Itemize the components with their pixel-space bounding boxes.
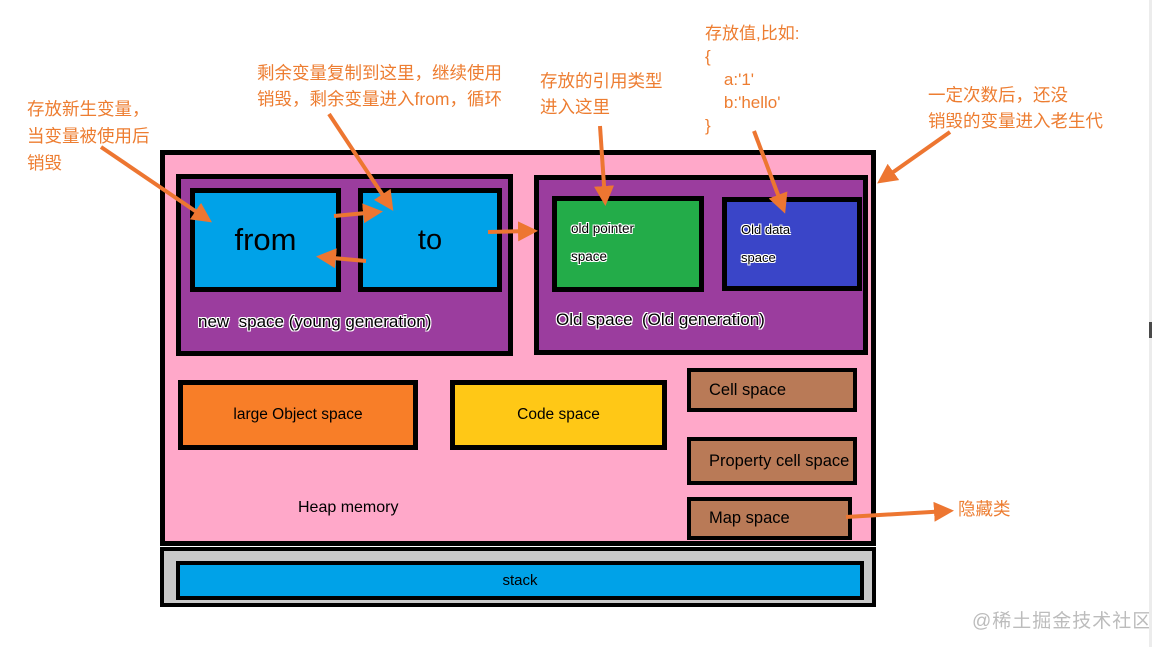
property-cell-space-label: Property cell space	[709, 451, 850, 470]
code-space-label: Code space	[517, 406, 600, 423]
cell-space-box: Cell space	[687, 368, 857, 412]
map-space-label: Map space	[709, 509, 790, 527]
scrollbar-track	[1149, 0, 1152, 647]
large-object-space-box: large Object space	[178, 380, 418, 450]
to-label: to	[417, 223, 443, 256]
to-semi-space-box: to	[358, 188, 502, 292]
code-space-box: Code space	[450, 380, 667, 450]
watermark-juejin: @稀土掘金技术社区	[972, 611, 1153, 632]
annotation-hidden-class: 隐藏类	[958, 499, 1011, 519]
annotation-new-variables: 存放新生变量， 当变量被使用后 销毁	[27, 99, 150, 173]
from-label: from	[234, 222, 297, 257]
from-semi-space-box: from	[190, 188, 341, 292]
stack-label: stack	[502, 572, 538, 589]
map-space-box: Map space	[687, 497, 852, 540]
new-space-label: new space (young generation)	[198, 312, 432, 331]
arrow-old-gen-to-heap-corner	[877, 130, 952, 184]
cell-space-label: Cell space	[709, 380, 787, 399]
old-pointer-space-box: old pointer space	[552, 196, 704, 292]
annotation-reference-type: 存放的引用类型 进入这里	[540, 71, 663, 117]
property-cell-space-box: Property cell space	[687, 437, 857, 485]
annotation-old-generation: 一定次数后，还没 销毁的变量进入老生代	[928, 85, 1103, 131]
old-space-label: Old space (Old generation)	[556, 310, 765, 329]
annotation-store-value-example: 存放值,比如: { a:'1' b:'hello' }	[705, 24, 800, 135]
stack-box: stack	[176, 561, 864, 600]
scrollbar-thumb[interactable]	[1149, 322, 1152, 338]
old-data-space-box: Old data space	[722, 197, 862, 291]
heap-memory-label: Heap memory	[298, 499, 399, 516]
large-object-space-label: large Object space	[233, 406, 363, 423]
annotation-copy-remaining: 剩余变量复制到这里，继续使用 销毁，剩余变量进入from，循环	[257, 63, 502, 109]
